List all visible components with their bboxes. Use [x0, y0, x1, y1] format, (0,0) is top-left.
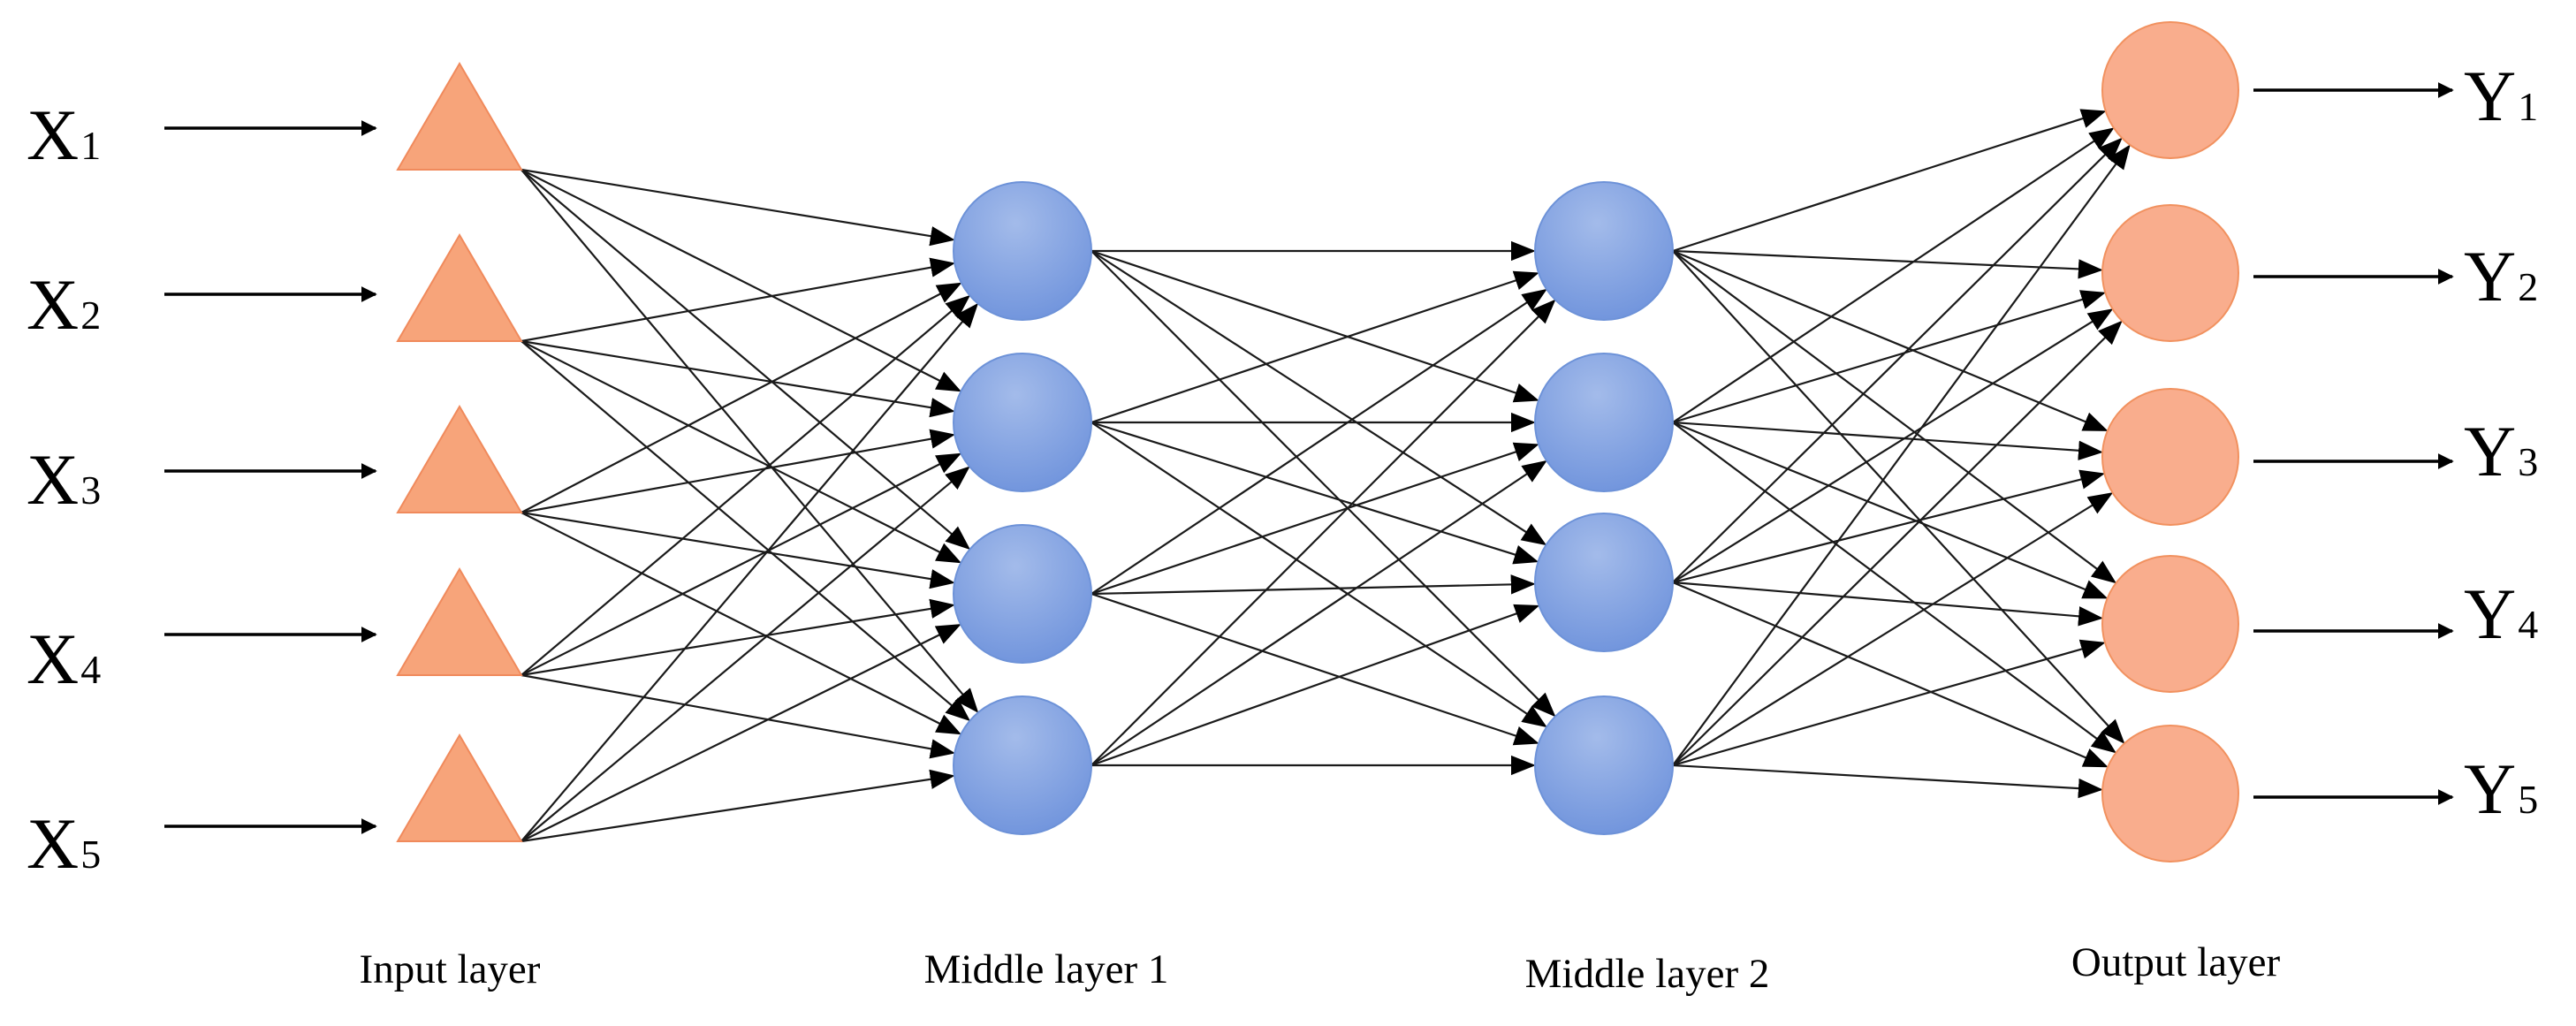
input-node-3	[396, 405, 523, 513]
edge-input-4-to-m1-2	[521, 452, 962, 676]
layer-label-output: Output layer	[2071, 939, 2281, 985]
edge-input-3-to-m1-4	[521, 512, 962, 735]
edge-m2-3-to-out-4	[1672, 581, 2104, 627]
edge-m1-3-to-m2-3	[1090, 574, 1536, 596]
middle2-node-3	[1534, 513, 1674, 652]
layer-captions: Input layer Middle layer 1 Middle layer …	[360, 939, 2281, 997]
edge-m1-2-to-m2-4	[1090, 422, 1547, 728]
edge-m2-3-to-out-5	[1672, 581, 2109, 768]
input-label-x4: X4	[27, 619, 101, 699]
edge-m2-1-to-out-3	[1672, 249, 2109, 431]
edge-input-1-to-m1-1	[521, 168, 955, 247]
middle2-node-1	[1534, 181, 1674, 321]
edge-input-5-to-m1-2	[521, 466, 970, 842]
edge-m2-3-to-out-2	[1672, 308, 2114, 583]
edge-m2-4-to-out-4	[1672, 639, 2106, 767]
edge-m2-3-to-out-3	[1672, 469, 2106, 584]
input-node-1	[396, 62, 523, 171]
output-node-3	[2101, 388, 2239, 526]
edge-input-4-to-m1-4	[521, 673, 956, 759]
connection-lines	[521, 109, 2131, 843]
layer-label-middle-1: Middle layer 1	[924, 946, 1169, 992]
input-label-x3: X3	[27, 439, 101, 520]
output-node-2	[2101, 204, 2239, 342]
output-label-y1: Y1	[2464, 56, 2538, 136]
output-node-4	[2101, 555, 2239, 693]
edge-m2-2-to-out-1	[1672, 127, 2115, 423]
edge-m1-4-to-m2-1	[1090, 299, 1556, 766]
input-node-5	[396, 733, 523, 842]
edge-m2-4-to-out-1	[1672, 144, 2131, 766]
output-label-y3: Y3	[2464, 411, 2538, 491]
edge-input-1-to-m1-3	[521, 169, 971, 551]
middle1-node-2	[953, 353, 1092, 492]
edge-m1-1-to-m2-3	[1090, 250, 1547, 546]
edge-input-5-to-m1-1	[521, 302, 979, 842]
input-label-x2: X2	[27, 264, 101, 345]
edge-m1-1-to-m2-2	[1090, 249, 1539, 403]
input-node-4	[396, 567, 523, 676]
input-label-x1: X1	[27, 95, 101, 175]
edge-input-2-to-m1-2	[521, 339, 955, 418]
output-label-y2: Y2	[2464, 236, 2538, 316]
edge-input-1-to-m1-2	[521, 169, 962, 392]
edge-input-3-to-m1-2	[521, 429, 956, 514]
edge-m1-3-to-m2-1	[1090, 288, 1547, 595]
input-label-x5: X5	[27, 803, 101, 884]
edge-m2-2-to-out-2	[1672, 290, 2107, 424]
layer-label-middle-2: Middle layer 2	[1525, 951, 1770, 997]
input-node-2	[396, 233, 523, 342]
edge-input-5-to-m1-3	[521, 624, 961, 842]
input-output-arrows	[164, 82, 2454, 834]
output-node-5	[2101, 725, 2239, 863]
edge-m2-4-to-out-2	[1672, 320, 2123, 766]
middle2-node-4	[1534, 695, 1674, 835]
edge-m1-2-to-m2-1	[1090, 270, 1539, 424]
edge-input-4-to-m1-1	[521, 294, 971, 676]
edge-m2-1-to-out-1	[1672, 109, 2107, 253]
edge-m2-1-to-out-2	[1672, 249, 2103, 279]
layer-label-input: Input layer	[360, 946, 541, 992]
edge-input-4-to-m1-3	[521, 598, 955, 677]
edge-m1-3-to-m2-2	[1090, 442, 1539, 596]
edge-input-3-to-m1-1	[521, 282, 962, 513]
edge-m1-2-to-m2-3	[1090, 421, 1539, 565]
middle2-node-2	[1534, 353, 1674, 492]
edge-m1-4-to-m2-2	[1090, 460, 1547, 766]
edge-m2-1-to-out-4	[1672, 250, 2117, 584]
edge-input-3-to-m1-3	[521, 511, 955, 589]
edge-input-2-to-m1-1	[521, 257, 956, 343]
edge-m2-4-to-out-5	[1672, 764, 2103, 799]
edge-input-5-to-m1-4	[521, 769, 955, 843]
edge-m1-3-to-m2-4	[1090, 592, 1539, 746]
edge-m1-4-to-m2-3	[1090, 604, 1540, 767]
output-label-y5: Y5	[2464, 749, 2538, 829]
edge-m1-1-to-m2-4	[1090, 250, 1556, 718]
network-nodes	[396, 21, 2239, 863]
middle1-node-3	[953, 524, 1092, 664]
output-labels: Y1 Y2 Y3 Y4 Y5	[2464, 56, 2538, 829]
edge-m2-4-to-out-3	[1672, 492, 2114, 766]
edge-input-2-to-m1-4	[521, 340, 971, 722]
middle1-node-1	[953, 181, 1092, 321]
output-node-1	[2101, 21, 2239, 159]
edge-m2-3-to-out-1	[1672, 137, 2123, 583]
middle1-node-4	[953, 695, 1092, 835]
edge-m2-2-to-out-4	[1672, 421, 2109, 599]
edge-input-2-to-m1-3	[521, 340, 962, 564]
edge-m2-2-to-out-3	[1672, 421, 2103, 460]
input-labels: X1 X2 X3 X4 X5	[27, 95, 101, 884]
edge-m2-2-to-out-5	[1672, 422, 2116, 754]
output-label-y4: Y4	[2464, 574, 2538, 654]
edge-m2-1-to-out-5	[1672, 250, 2125, 744]
edge-input-1-to-m1-4	[521, 169, 979, 713]
